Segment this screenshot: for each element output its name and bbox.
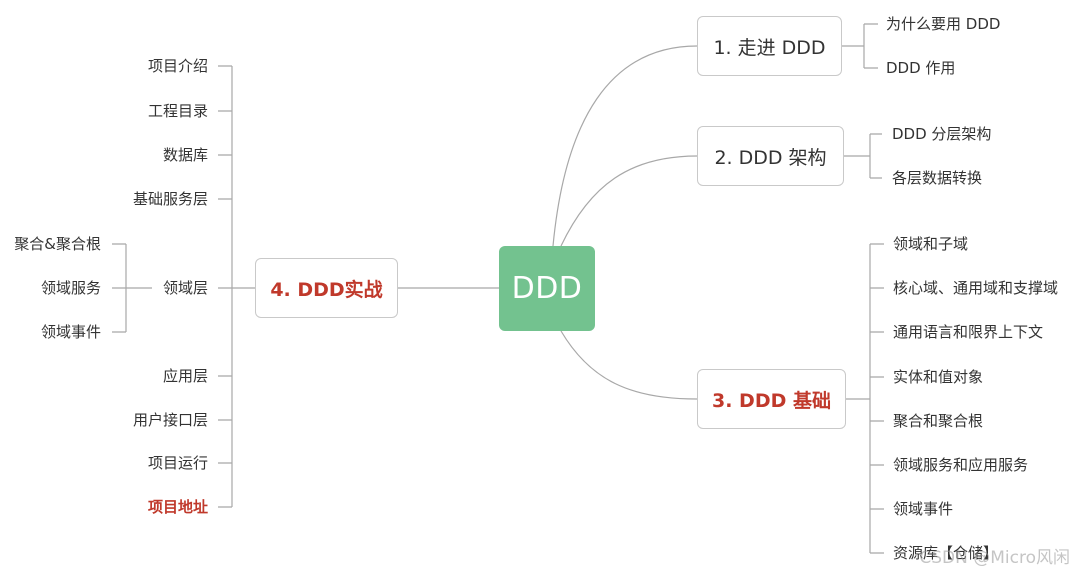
b4-leaf-3: 数据库	[162, 146, 208, 164]
center-node[interactable]: DDD	[499, 246, 595, 331]
b4-leaf-1: 项目介绍	[147, 57, 208, 75]
domain-layer-leaf-3: 领域事件	[40, 323, 101, 341]
b4-leaf-2: 工程目录	[147, 102, 208, 120]
b1-leaf-1: 为什么要用 DDD	[886, 15, 1001, 33]
b3-leaf-2: 核心域、通用域和支撑域	[893, 279, 1059, 297]
b4-leaf-6: 应用层	[162, 367, 208, 385]
b3-leaf-4: 实体和值对象	[893, 368, 984, 386]
b4-leaf-4: 基础服务层	[132, 190, 208, 208]
domain-layer-leaf-2: 领域服务	[40, 279, 101, 297]
b4-leaf-7: 用户接口层	[132, 411, 208, 429]
connector-center-to-b2	[560, 155, 698, 247]
b3-leaf-5: 聚合和聚合根	[893, 412, 984, 430]
b2-leaf-2: 各层数据转换	[892, 169, 983, 187]
domain-layer-leaf-1: 聚合&聚合根	[14, 235, 101, 253]
connector-b2-children	[844, 133, 882, 179]
b3-leaf-6: 领域服务和应用服务	[893, 456, 1029, 474]
connector-domain-layer-children	[112, 243, 152, 333]
connector-b1-children	[842, 23, 878, 69]
branch-node-3[interactable]: 3. DDD 基础	[697, 369, 846, 429]
branch-node-1[interactable]: 1. 走进 DDD	[697, 16, 842, 76]
connector-b4-children	[218, 65, 255, 508]
b3-leaf-1: 领域和子域	[893, 235, 969, 253]
branch-node-4[interactable]: 4. DDD实战	[255, 258, 398, 318]
connector-b3-children	[846, 243, 884, 554]
connector-center-to-b1	[552, 45, 698, 247]
b4-leaf-9: 项目地址	[147, 498, 208, 516]
watermark: CSDN @Micro风闲	[919, 548, 1070, 568]
b3-leaf-3: 通用语言和限界上下文	[893, 323, 1044, 341]
b4-leaf-8: 项目运行	[147, 454, 208, 472]
b3-leaf-7: 领域事件	[893, 500, 954, 518]
b1-leaf-2: DDD 作用	[886, 59, 956, 77]
b3-leaf-8: 资源库【仓储】	[893, 544, 999, 562]
b2-leaf-1: DDD 分层架构	[892, 125, 992, 143]
branch-node-2[interactable]: 2. DDD 架构	[697, 126, 844, 186]
b4-leaf-5: 领域层	[162, 279, 208, 297]
connector-center-to-b3	[560, 330, 698, 400]
